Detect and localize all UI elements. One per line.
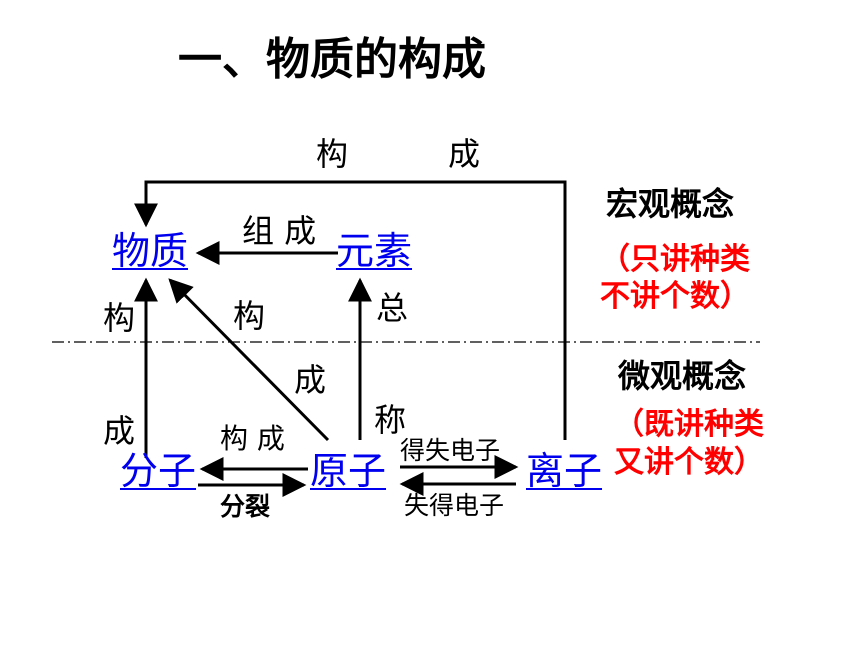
micro-concept-title: 微观概念 (618, 357, 747, 395)
label-diagonal-gou: 构 (233, 297, 266, 335)
label-goucheng: 构 成 (220, 422, 285, 455)
label-left-cheng: 成 (103, 412, 136, 450)
page-title: 一、物质的构成 (178, 34, 486, 85)
label-lose-gain-electrons: 失得电子 (404, 491, 505, 520)
macro-concept-note-1: （只讲种类 (600, 242, 750, 277)
label-zucheng: 组 成 (242, 212, 317, 250)
micro-concept-note-2: 又讲个数） (614, 445, 764, 480)
label-top-gou: 构 (316, 135, 349, 173)
label-zong: 总 (376, 289, 409, 327)
label-diagonal-cheng: 成 (294, 361, 327, 399)
macro-concept-note-2: 不讲个数） (600, 279, 750, 314)
label-top-cheng: 成 (448, 135, 481, 173)
label-fenlie: 分裂 (220, 492, 271, 521)
arrow-atom-constitutes-substance (168, 278, 330, 442)
micro-concept-note-1: （既讲种类 (614, 407, 764, 442)
node-ion[interactable]: 离子 (526, 449, 603, 493)
label-left-gou: 构 (103, 299, 136, 337)
label-gain-lose-electrons: 得失电子 (400, 436, 501, 465)
macro-concept-title: 宏观概念 (606, 185, 735, 223)
node-molecule[interactable]: 分子 (120, 449, 197, 493)
node-substance[interactable]: 物质 (112, 229, 189, 273)
node-element[interactable]: 元素 (336, 229, 413, 273)
label-cheng-call: 称 (374, 401, 407, 439)
arrow-ion-constitutes-substance (134, 180, 567, 440)
node-atom[interactable]: 原子 (310, 449, 387, 493)
